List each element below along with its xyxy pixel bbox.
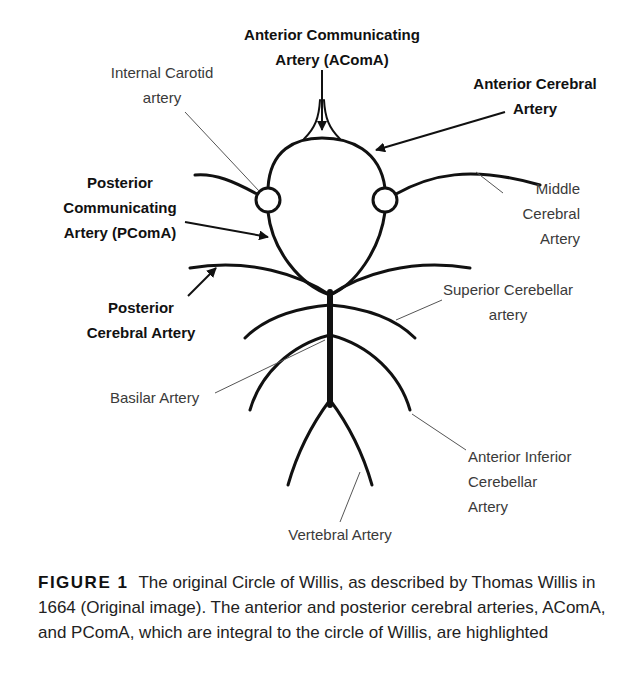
artery-line [288,400,330,485]
artery-line [330,305,415,338]
carotid-ring [373,188,397,212]
artery-line [250,335,330,410]
leader-line [476,172,503,193]
leader-line [215,340,325,393]
artery-line [245,305,330,338]
figure-number: FIGURE 1 [38,573,128,592]
leader-line [396,300,442,320]
pointer-arrow [185,222,268,237]
pointer-arrow [376,112,505,150]
part-label: Middle Cerebral Artery [500,176,580,251]
carotid-ring [256,188,280,212]
caption-block: FIGURE 1The original Circle of Willis, a… [38,570,608,645]
leader-line [412,414,466,450]
artery-line [190,265,330,295]
leader-line [340,472,360,522]
pointer-arrow [321,70,323,130]
part-label: Anterior Cerebral Artery [465,71,605,121]
artery-line [324,100,340,139]
part-label: Posterior Cerebral Artery [76,295,206,345]
artery-line [195,175,257,194]
part-label: Anterior Inferior Cerebellar Artery [468,444,576,519]
artery-line [330,335,410,410]
part-label: Posterior Communicating Artery (PComA) [55,170,185,245]
pointer-arrow [188,268,216,296]
artery-line [330,212,385,295]
artery-line [268,212,330,295]
part-label: Internal Carotid artery [97,60,227,110]
part-label: Vertebral Artery [270,522,410,547]
artery-line [304,100,320,139]
artery-line [268,138,385,188]
artery-line [396,174,540,194]
part-label: Basilar Artery [110,385,230,410]
basilar-trunk [327,292,333,405]
artery-line [330,400,372,485]
part-label: Anterior Communicating Artery (AComA) [222,22,442,72]
part-label: Superior Cerebellar artery [433,277,583,327]
leader-line [185,112,259,191]
